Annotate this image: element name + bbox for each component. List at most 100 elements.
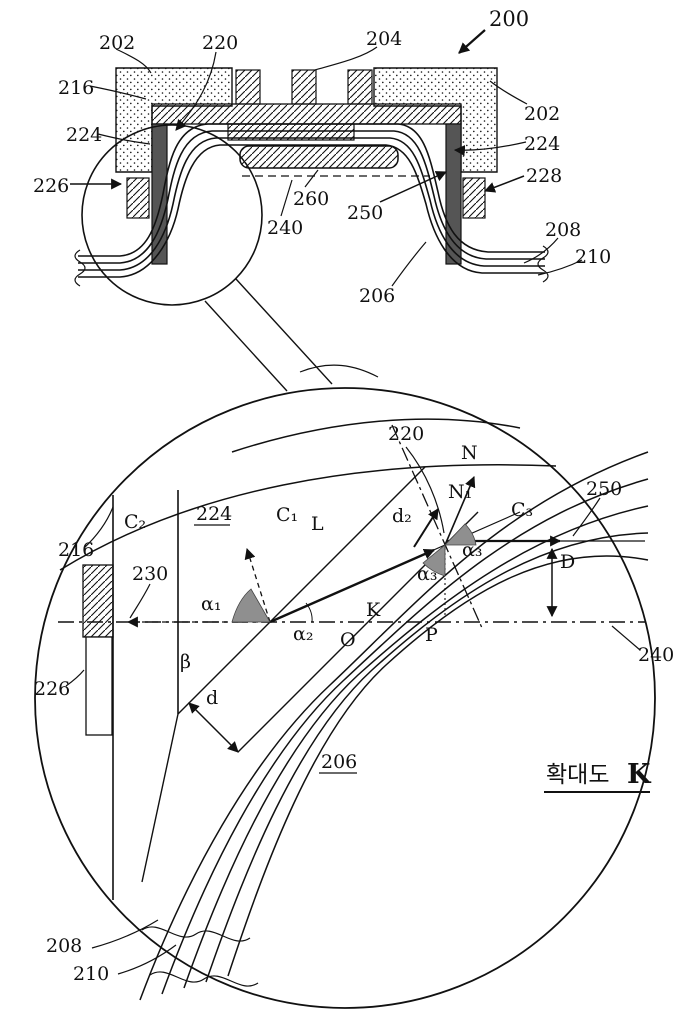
projection-curve [299,364,379,378]
angle-sector-Q-right [444,523,477,546]
leader-240 [280,179,293,217]
membrane-curves [78,123,545,278]
detail-block-226-hatched [82,564,114,638]
label-206: 206 [359,285,395,307]
overview-drawing: 200 202 220 204 216 202 224 224 226 228 … [33,7,611,392]
leader-216 [89,85,147,100]
detail-label-K: K [366,599,381,621]
leader-210 [537,259,583,276]
upper-curve-1 [59,464,557,571]
leader-detail-220 [405,446,445,534]
leader-208 [523,237,559,264]
label-202-left: 202 [99,32,135,54]
vector-N1 [444,475,476,546]
detail-label-alpha3-a: α₃ [417,563,437,585]
backplate-260 [239,145,399,169]
detail-label-d: d [206,687,218,709]
detail-label-N: N [461,442,478,464]
label-216: 216 [58,77,94,99]
projection-line-2 [204,300,288,392]
side-column-left [151,123,168,265]
angle-sector-O [231,588,271,623]
break-mark-left [74,249,86,287]
label-224-right: 224 [524,133,560,155]
membrane-layers [139,451,649,1001]
leader-detail-250 [572,497,601,537]
detail-label-P: P [425,624,438,646]
detail-label-210: 210 [73,963,109,985]
label-228: 228 [526,165,562,187]
side-column-right [445,123,462,265]
leader-detail-226 [65,669,85,687]
detail-label-beta: β [180,651,191,673]
detail-label-230: 230 [132,563,168,585]
normal-line-N [391,424,483,629]
leader-200 [458,29,486,54]
label-204: 204 [366,28,402,50]
label-200: 200 [489,7,529,31]
angle-arc-alpha2 [305,602,313,623]
projection-line-1 [235,278,333,385]
label-224-left: 224 [66,124,102,146]
upper-curve-2 [231,418,521,453]
vector-d2 [413,508,439,548]
tail-break-mark-2 [149,971,259,987]
leader-250 [379,171,448,203]
detail-label-240: 240 [638,644,674,666]
detail-block-226-open [85,636,113,736]
block-228 [462,177,486,219]
block-226 [126,177,150,219]
distance-d-arrow [188,702,239,753]
leader-224-right [453,141,527,157]
leader-detail-210 [117,944,177,975]
detail-drawing: C₂ 224 C₁ L 220 N N₁ C₃ 250 D 216 230 α₁… [34,387,674,1009]
magnifier-circle [81,124,263,306]
caption-letter: K [627,759,652,790]
label-260: 260 [293,188,329,210]
detail-label-208: 208 [46,935,82,957]
leader-detail-216 [83,506,114,549]
detail-circle [34,387,656,1009]
leader-206 [391,241,427,287]
vector-C1-dashed [244,547,271,623]
detail-label-c1: C₁ [276,504,298,526]
leader-detail-230 [129,583,151,619]
leader-228 [483,175,525,193]
label-226: 226 [33,175,69,197]
leader-202-left [115,48,152,74]
break-mark-right [537,245,549,283]
leader-detail-240 [611,625,641,651]
top-electrode-bar [151,103,462,125]
detail-label-N1: N₁ [448,481,472,503]
leader-204 [314,46,378,71]
detail-label-alpha1: α₁ [201,593,221,615]
electrode-posts [235,69,373,105]
label-210: 210 [575,246,611,268]
label-240: 240 [267,217,303,239]
label-250: 250 [347,202,383,224]
leader-detail-208 [91,919,159,949]
detail-label-250: 250 [586,478,622,500]
detail-label-220: 220 [388,423,424,445]
detail-label-L: L [311,513,324,535]
label-220: 220 [202,32,238,54]
detail-label-c2: C₂ [124,511,146,533]
angle-sector-Q-below [422,544,446,577]
detail-label-D: D [560,551,575,573]
detail-leaders [65,446,641,975]
detail-label-224: 224 [196,503,232,525]
caption-word: 확대도 [546,762,609,788]
detail-label-226: 226 [34,678,70,700]
label-208: 208 [545,219,581,241]
wedge-lower-edge [141,713,179,883]
tail-break-mark-1 [141,926,251,942]
label-202-right: 202 [524,103,560,125]
detail-label-216: 216 [58,539,94,561]
detail-label-206: 206 [321,751,357,773]
vector-L [269,548,436,624]
detail-label-c3: C₃ [511,499,533,521]
leader-202-right [489,80,528,105]
wedge-hypotenuse [177,466,426,715]
